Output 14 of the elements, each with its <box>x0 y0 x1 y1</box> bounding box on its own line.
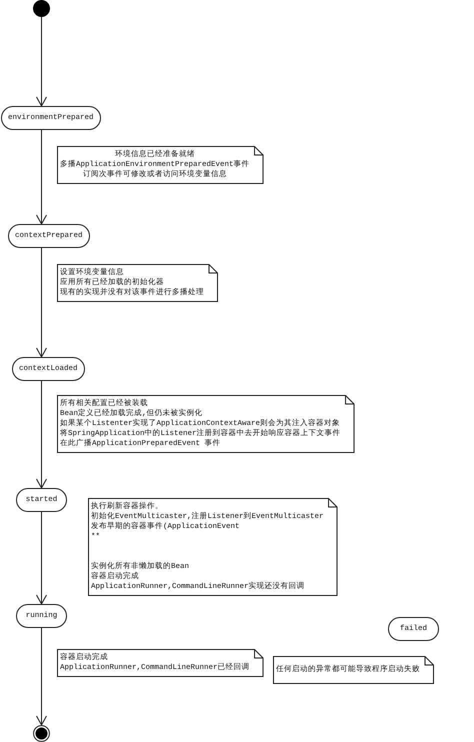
end-node <box>33 725 50 742</box>
arrow <box>36 512 47 604</box>
arrow <box>36 248 47 358</box>
note <box>57 649 264 677</box>
arrow <box>36 380 47 488</box>
note <box>57 264 218 302</box>
arrow <box>36 130 47 224</box>
note <box>57 146 264 184</box>
note <box>88 498 338 596</box>
note <box>273 656 434 684</box>
note <box>57 395 355 453</box>
arrow <box>36 628 47 726</box>
start-node <box>33 0 50 17</box>
arrow <box>36 16 47 106</box>
